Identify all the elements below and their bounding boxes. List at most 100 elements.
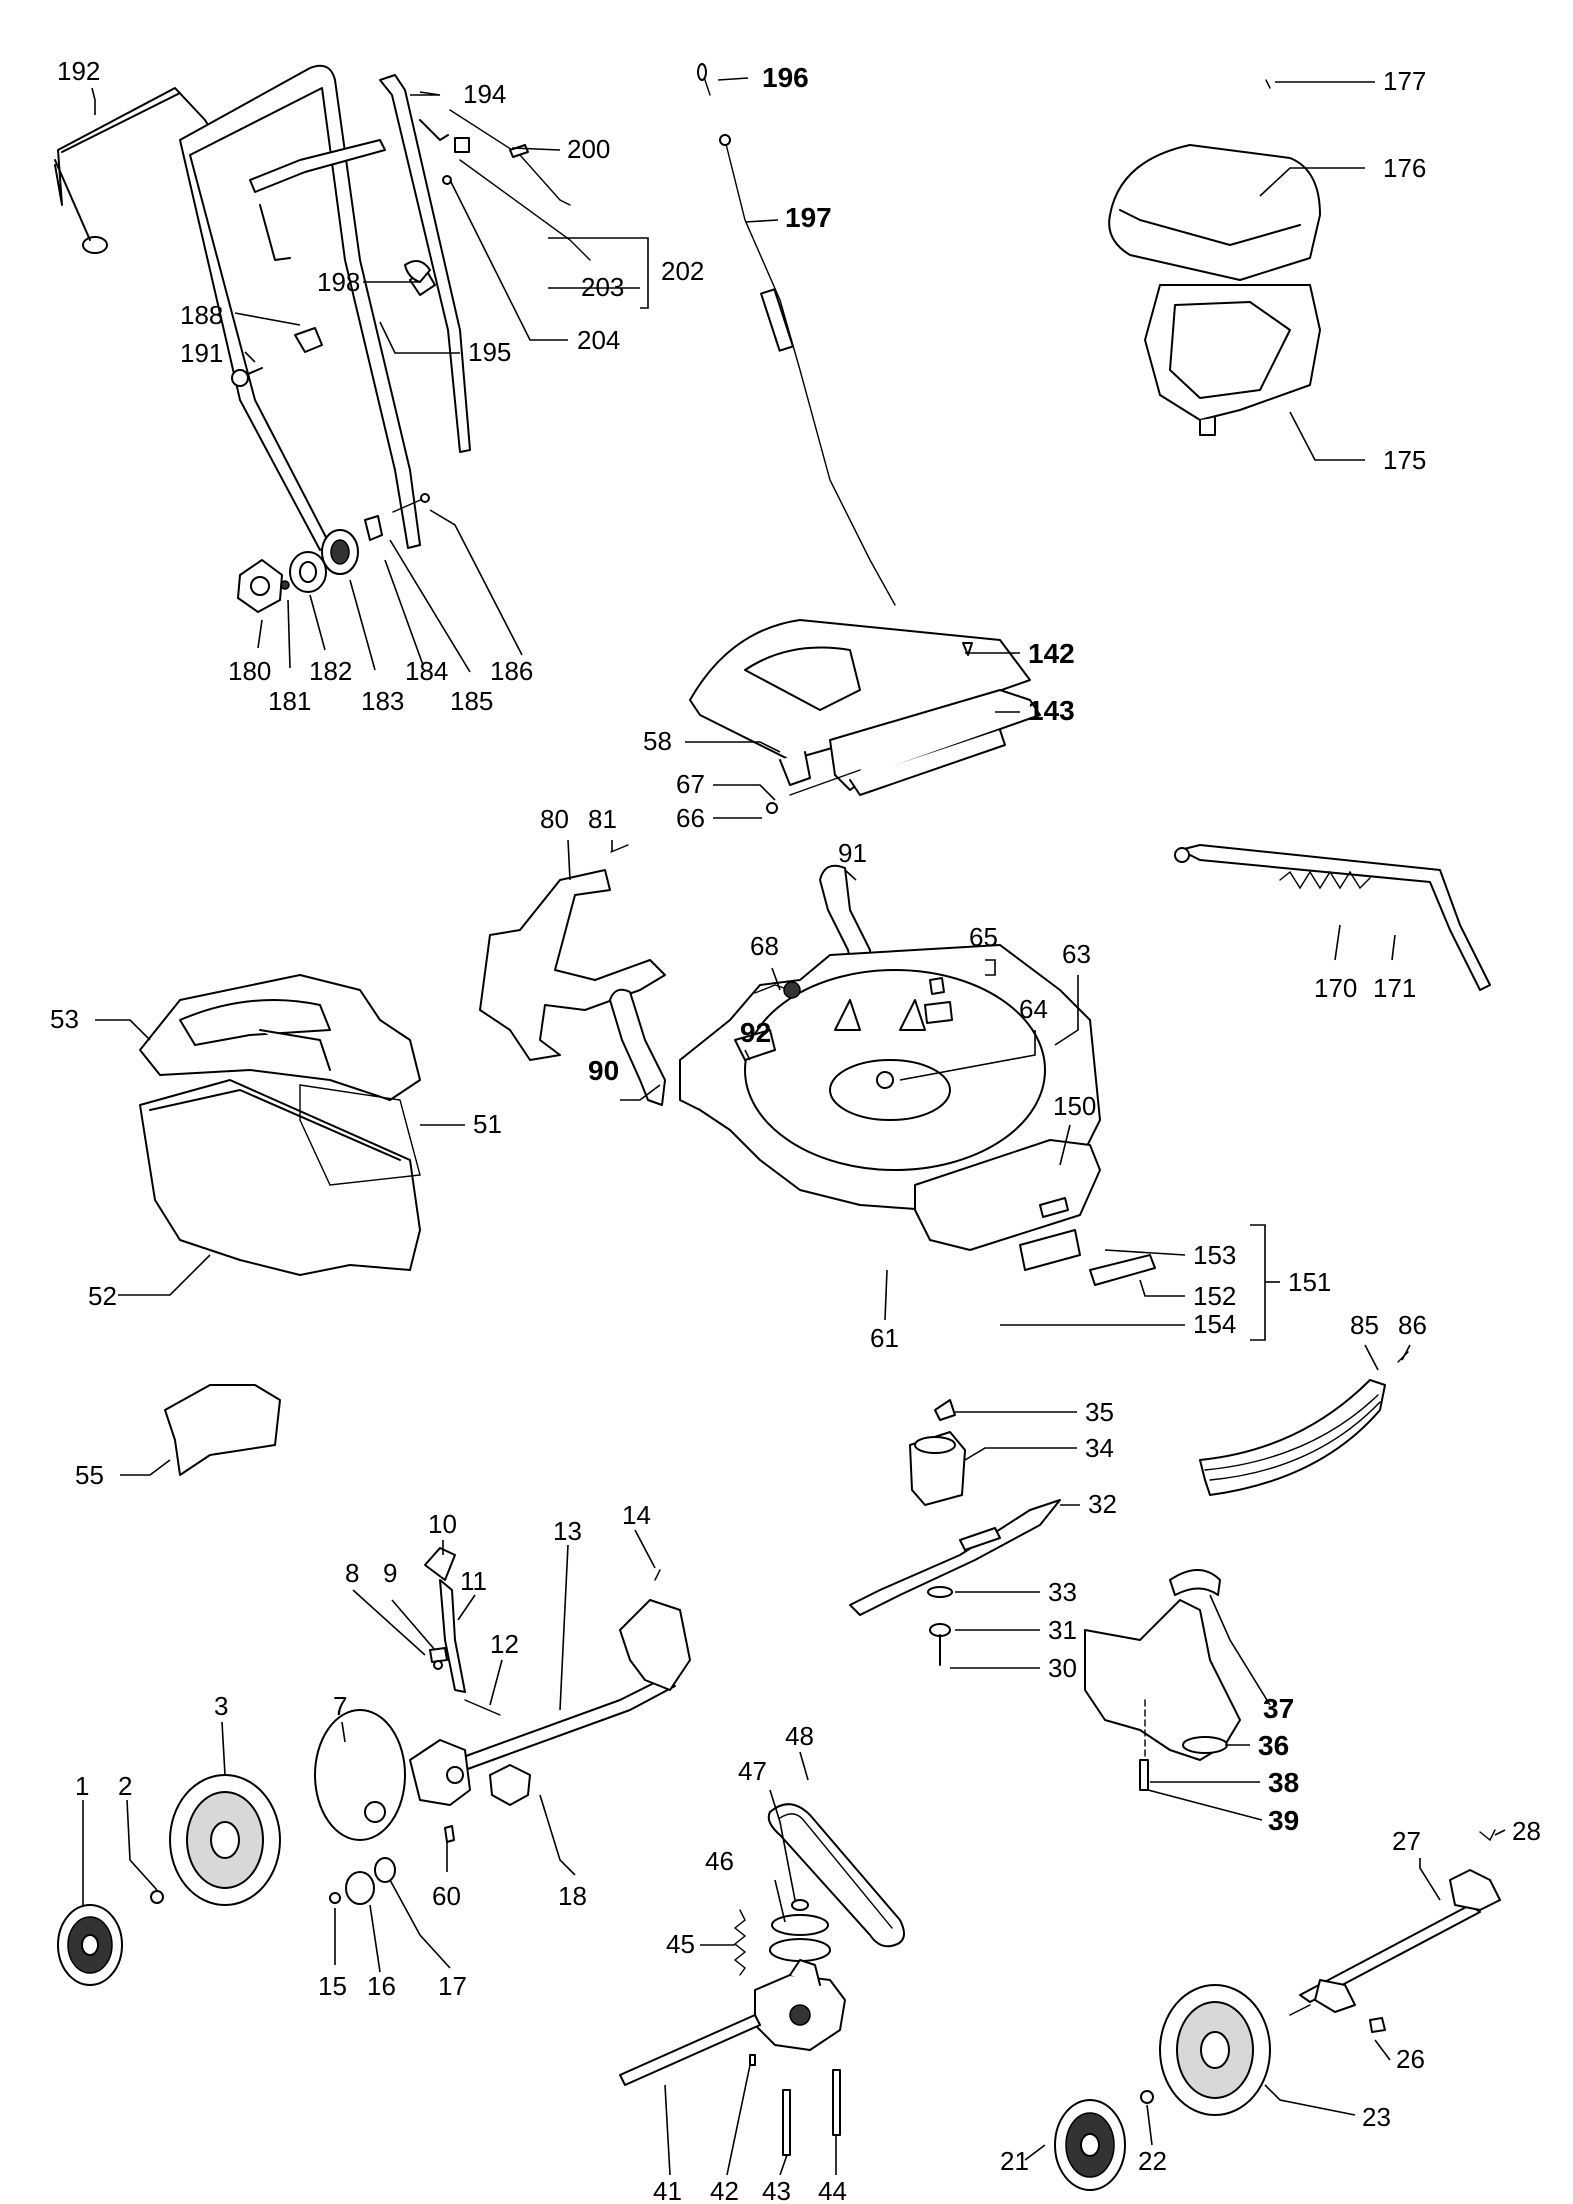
part-41-shaft	[619, 2014, 761, 2086]
label-171: 171	[1373, 973, 1416, 1003]
label-191: 191	[180, 338, 223, 368]
part-188-knob	[294, 327, 323, 353]
part-27-axle	[1299, 1904, 1481, 2003]
label-184: 184	[405, 656, 448, 686]
label-14: 14	[622, 1500, 651, 1530]
label-151: 151	[1288, 1267, 1331, 1297]
label-8: 8	[345, 1558, 359, 1588]
label-22: 22	[1138, 2146, 1167, 2176]
label-66: 66	[676, 803, 705, 833]
label-31: 31	[1048, 1615, 1077, 1645]
label-65: 65	[969, 922, 998, 952]
label-45: 45	[666, 1929, 695, 1959]
label-46: 46	[705, 1846, 734, 1876]
label-58: 58	[643, 726, 672, 756]
label-177: 177	[1383, 66, 1426, 96]
label-92: 92	[740, 1017, 771, 1048]
part-45-spring	[733, 1909, 747, 1976]
label-17: 17	[438, 1971, 467, 2001]
label-67: 67	[676, 769, 705, 799]
label-86: 86	[1398, 1310, 1427, 1340]
label-153: 153	[1193, 1240, 1236, 1270]
label-55: 55	[75, 1460, 104, 1490]
label-47: 47	[738, 1756, 767, 1786]
label-64: 64	[1019, 994, 1048, 1024]
label-13: 13	[553, 1516, 582, 1546]
label-9: 9	[383, 1558, 397, 1588]
part-18-knob	[489, 1764, 531, 1806]
part-drawings	[54, 63, 1501, 2191]
label-38: 38	[1268, 1767, 1299, 1798]
label-43: 43	[762, 2176, 791, 2204]
label-28: 28	[1512, 1816, 1541, 1846]
label-176: 176	[1383, 153, 1426, 183]
label-39: 39	[1268, 1805, 1299, 1836]
label-200: 200	[567, 134, 610, 164]
label-36: 36	[1258, 1730, 1289, 1761]
part-7-disc	[314, 1709, 406, 1841]
label-152: 152	[1193, 1281, 1236, 1311]
label-182: 182	[309, 656, 352, 686]
part-10-lever	[424, 1547, 456, 1581]
label-12: 12	[490, 1629, 519, 1659]
label-198: 198	[317, 267, 360, 297]
label-7: 7	[333, 1691, 347, 1721]
label-183: 183	[361, 686, 404, 716]
part-21-hubcap	[1054, 2099, 1126, 2191]
label-186: 186	[490, 656, 533, 686]
label-197: 197	[785, 202, 832, 233]
label-48: 48	[785, 1721, 814, 1751]
label-188: 188	[180, 300, 223, 330]
label-27: 27	[1392, 1826, 1421, 1856]
leader-lines	[82, 77, 1506, 2176]
label-181: 181	[268, 686, 311, 716]
part-170-spring	[1279, 870, 1371, 890]
label-11: 11	[460, 1566, 487, 1596]
label-196: 196	[762, 62, 809, 93]
part-52-box-bag	[139, 1079, 421, 1276]
part-23-wheel	[1159, 1984, 1271, 2116]
label-68: 68	[750, 931, 779, 961]
label-142: 142	[1028, 638, 1075, 669]
label-37: 37	[1263, 1693, 1294, 1724]
label-18: 18	[558, 1881, 587, 1911]
part-51-box-frame	[299, 1084, 421, 1186]
label-192: 192	[57, 56, 100, 86]
label-143: 143	[1028, 695, 1075, 726]
label-33: 33	[1048, 1577, 1077, 1607]
label-15: 15	[318, 1971, 347, 2001]
part-1-hubcap	[57, 1904, 123, 1986]
part-55-insert	[164, 1384, 281, 1476]
label-175: 175	[1383, 445, 1426, 475]
label-154: 154	[1193, 1309, 1236, 1339]
part-80-bracket	[479, 869, 666, 1061]
part-171-rod	[1179, 844, 1491, 991]
part-13-axle	[454, 1679, 676, 1771]
part-37-clip	[1169, 1569, 1221, 1596]
part-197-cable	[724, 139, 896, 606]
label-185: 185	[450, 686, 493, 716]
part-labels: 192 194 196 177 200 197 176 203 202 198 …	[50, 56, 1541, 2204]
part-176-engine-cover	[1108, 144, 1321, 281]
label-52: 52	[88, 1281, 117, 1311]
label-3: 3	[214, 1691, 228, 1721]
label-81: 81	[588, 804, 617, 834]
label-90: 90	[588, 1055, 619, 1086]
label-202: 202	[661, 256, 704, 286]
label-16: 16	[367, 1971, 396, 2001]
part-195-handle	[179, 64, 421, 551]
part-90-plate	[609, 988, 666, 1106]
label-180: 180	[228, 656, 271, 686]
label-30: 30	[1048, 1653, 1077, 1683]
label-204: 204	[577, 325, 620, 355]
part-85-deflector	[1199, 1379, 1386, 1496]
label-60: 60	[432, 1881, 461, 1911]
label-23: 23	[1362, 2102, 1391, 2132]
label-32: 32	[1088, 1489, 1117, 1519]
label-63: 63	[1062, 939, 1091, 969]
label-42: 42	[710, 2176, 739, 2204]
label-1: 1	[75, 1771, 89, 1801]
label-51: 51	[473, 1109, 502, 1139]
label-35: 35	[1085, 1397, 1114, 1427]
label-53: 53	[50, 1004, 79, 1034]
